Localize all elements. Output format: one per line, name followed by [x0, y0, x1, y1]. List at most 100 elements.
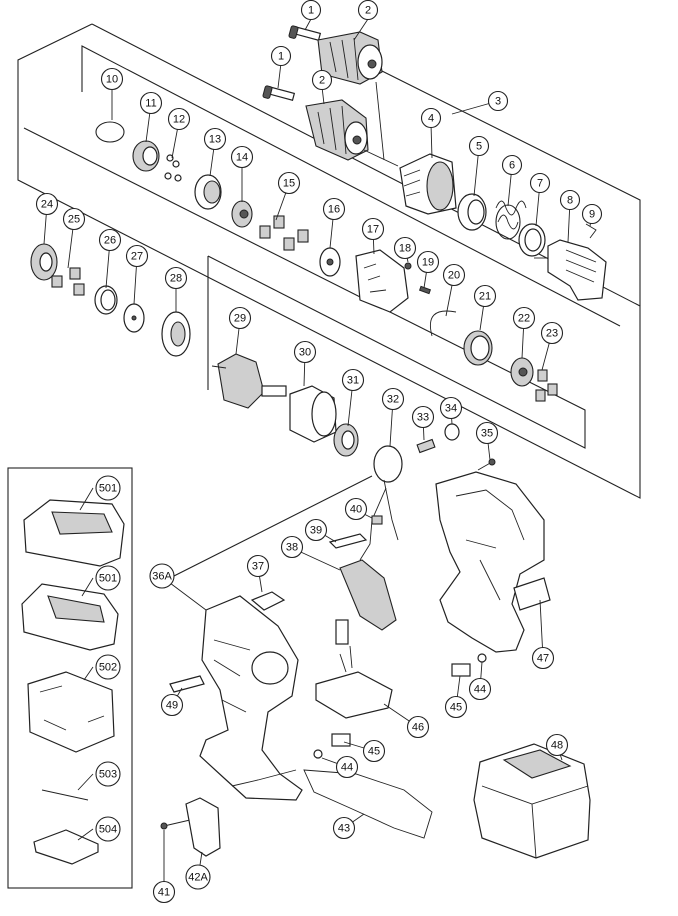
callout-label: 44	[341, 762, 353, 774]
carrier-22	[510, 357, 534, 387]
callout-label: 2	[365, 5, 371, 17]
callout-label: 8	[567, 195, 573, 207]
callout-label: 26	[104, 235, 116, 247]
callout-32: 32	[381, 387, 405, 411]
callout-label: 24	[41, 199, 53, 211]
callout-4: 4	[420, 107, 442, 129]
callout-44b: 44	[335, 755, 359, 779]
callout-circle	[95, 565, 121, 591]
callout-circle	[203, 127, 227, 151]
motor-group	[211, 353, 460, 541]
callout-18: 18	[393, 236, 417, 260]
callout-49: 49	[160, 693, 184, 717]
callout-34: 34	[439, 396, 463, 420]
ring-gear-21	[463, 330, 493, 366]
callout-circle	[381, 387, 405, 411]
callout-label: 40	[350, 504, 362, 516]
callout-45b: 45	[362, 739, 386, 763]
callout-13: 13	[203, 127, 227, 151]
callout-502: 502	[95, 654, 121, 680]
callout-circle	[167, 107, 191, 131]
washer-16	[319, 247, 341, 277]
callout-circle	[98, 228, 122, 252]
magnet-45a	[451, 663, 471, 677]
callout-label: 6	[509, 160, 515, 172]
callout-circle	[322, 197, 346, 221]
o-ring-10	[95, 121, 125, 143]
screw-1-upper	[288, 25, 322, 41]
callout-31: 31	[341, 368, 365, 392]
magnet-yoke-30	[289, 385, 337, 443]
callout-label: 2	[319, 75, 325, 87]
callout-label: 48	[551, 740, 563, 752]
fan-31	[333, 423, 359, 457]
callout-label: 44	[474, 684, 486, 696]
callout-10: 10	[100, 67, 124, 91]
callout-label: 29	[234, 313, 246, 325]
callout-label: 37	[252, 561, 264, 573]
case-502	[27, 671, 115, 753]
callout-label: 28	[170, 273, 182, 285]
callout-42A: 42A	[185, 864, 211, 890]
callout-circle	[293, 340, 317, 364]
callout-1a: 1	[300, 0, 322, 21]
steel-balls-12	[164, 154, 182, 182]
housing-right	[435, 471, 545, 653]
chuck-frame	[379, 69, 641, 306]
callout-circle	[501, 154, 523, 176]
callout-label: 45	[368, 746, 380, 758]
callout-label: 25	[68, 214, 80, 226]
callout-label: 13	[209, 134, 221, 146]
armature-29	[211, 353, 287, 409]
gear-group	[95, 121, 558, 402]
callout-circle	[540, 321, 564, 345]
callout-label: 34	[445, 403, 457, 415]
callout-label: 7	[537, 178, 543, 190]
callout-circle	[139, 91, 163, 115]
callout-label: 1	[308, 5, 314, 17]
callout-circle	[95, 654, 121, 680]
callout-label: 31	[347, 375, 359, 387]
callout-label: 42A	[188, 872, 208, 884]
callout-circle	[332, 816, 356, 840]
callout-label: 18	[399, 243, 411, 255]
callout-circle	[411, 405, 435, 429]
callout-circle	[468, 677, 492, 701]
callout-circle	[393, 236, 417, 260]
callout-circle	[300, 0, 322, 21]
washer-27	[123, 303, 145, 333]
callout-22: 22	[512, 306, 536, 330]
callout-label: 16	[328, 204, 340, 216]
callout-39: 39	[304, 518, 328, 542]
housing-group	[160, 458, 551, 857]
callout-11: 11	[139, 91, 163, 115]
callout-label: 22	[518, 313, 530, 325]
callout-label: 15	[283, 178, 295, 190]
callout-33: 33	[411, 405, 435, 429]
callout-label: 36A	[152, 571, 172, 583]
callout-2a: 2	[357, 0, 379, 21]
callout-circle	[406, 715, 430, 739]
callout-label: 46	[412, 722, 424, 734]
callout-label: 503	[99, 769, 117, 781]
callout-20: 20	[442, 263, 466, 287]
callout-label: 35	[481, 428, 493, 440]
callout-circle	[468, 135, 490, 157]
callout-circle	[420, 107, 442, 129]
callout-label: 501	[99, 483, 117, 495]
carrier-14	[231, 200, 253, 228]
lock-nut-11	[132, 140, 160, 172]
callout-9: 9	[581, 203, 603, 225]
callout-12: 12	[167, 107, 191, 131]
gear-frame	[81, 45, 621, 327]
keyless-chuck-upper	[317, 31, 383, 85]
callout-15: 15	[277, 171, 301, 195]
callout-circle	[160, 693, 184, 717]
callout-16: 16	[322, 197, 346, 221]
callout-label: 14	[236, 152, 248, 164]
callout-label: 10	[106, 74, 118, 86]
callout-36A: 36A	[149, 563, 175, 589]
